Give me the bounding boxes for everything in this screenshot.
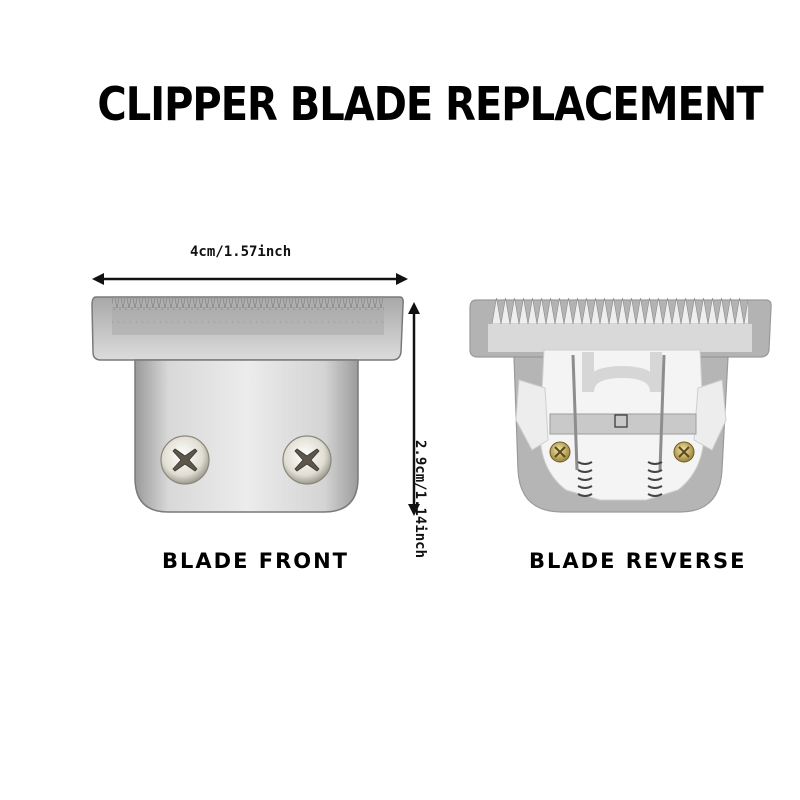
screw-icon [282, 435, 332, 485]
blade-reverse-image [469, 298, 772, 513]
width-dimension-label: 4cm/1.57inch [190, 244, 292, 260]
blade-front-caption: BLADE FRONT [162, 549, 349, 573]
screw-icon [160, 435, 210, 485]
screw-icon [549, 441, 571, 463]
page-title: CLIPPER BLADE REPLACEMENT [97, 78, 763, 132]
blade-front-image [91, 296, 404, 513]
height-arrow-icon [408, 302, 420, 516]
blade-reverse-caption: BLADE REVERSE [529, 549, 747, 573]
screw-icon [673, 441, 695, 463]
width-arrow-icon [92, 273, 408, 285]
